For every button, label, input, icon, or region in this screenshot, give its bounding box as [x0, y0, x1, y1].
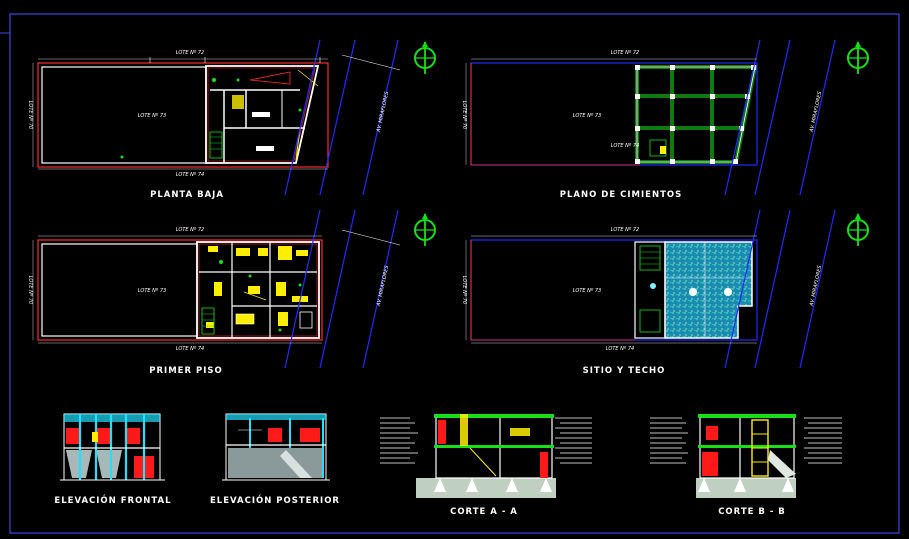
lote-center-label: LOTE Nº 73 [573, 113, 601, 119]
lote-bottom-label: LOTE Nº 74 [176, 346, 204, 352]
lote-bottom-label: LOTE Nº 74 [611, 143, 639, 149]
plan-title: PLANTA BAJA [150, 190, 224, 200]
lote-bottom-label: LOTE Nº 74 [176, 172, 204, 178]
north-arrow-icon [847, 213, 869, 246]
elevation-title: ELEVACIÓN POSTERIOR [210, 494, 340, 506]
north-arrow-icon [847, 41, 869, 74]
plan-title: SITIO Y TECHO [583, 366, 666, 376]
plan-planta-baja: LOTE Nº 72 LOTE Nº 73 LOTE Nº 74 LOTE Nº… [27, 39, 436, 200]
lote-center-label: LOTE Nº 73 [138, 113, 166, 119]
section-corte-b-b: CORTE B - B [650, 414, 842, 517]
elevation-frontal: ELEVACIÓN FRONTAL [54, 413, 171, 506]
lote-side-label: LOTE Nº 70 [461, 276, 467, 304]
lote-bottom-label: LOTE Nº 74 [606, 346, 634, 352]
section-title: CORTE A - A [450, 507, 518, 517]
lote-center-label: LOTE Nº 73 [573, 288, 601, 294]
lote-side-label: LOTE Nº 70 [461, 101, 467, 129]
plan-title: PLANO DE CIMIENTOS [560, 190, 682, 200]
lote-center-label: LOTE Nº 73 [138, 288, 166, 294]
section-title: CORTE B - B [718, 507, 786, 517]
plan-sitio-techo: LOTE Nº 72 LOTE Nº 73 LOTE Nº 74 LOTE Nº… [461, 209, 869, 376]
elevation-posterior: ELEVACIÓN POSTERIOR [210, 413, 340, 506]
elevation-title: ELEVACIÓN FRONTAL [54, 494, 171, 506]
lote-top-label: LOTE Nº 72 [176, 227, 204, 233]
plan-primer-piso: LOTE Nº 72 LOTE Nº 73 LOTE Nº 74 LOTE Nº… [27, 209, 436, 376]
lote-top-label: LOTE Nº 72 [611, 50, 639, 56]
section-corte-a-a: CORTE A - A [380, 414, 592, 517]
lote-top-label: LOTE Nº 72 [176, 50, 204, 56]
plan-cimientos: LOTE Nº 72 LOTE Nº 73 LOTE Nº 74 LOTE Nº… [461, 39, 869, 200]
plan-title: PRIMER PISO [149, 366, 222, 376]
lote-side-label: LOTE Nº 70 [27, 101, 33, 129]
lote-top-label: LOTE Nº 72 [611, 227, 639, 233]
north-arrow-icon [414, 213, 436, 246]
lote-side-label: LOTE Nº 70 [27, 276, 33, 304]
sheet-frame [9, 13, 900, 534]
north-arrow-icon [414, 41, 436, 74]
